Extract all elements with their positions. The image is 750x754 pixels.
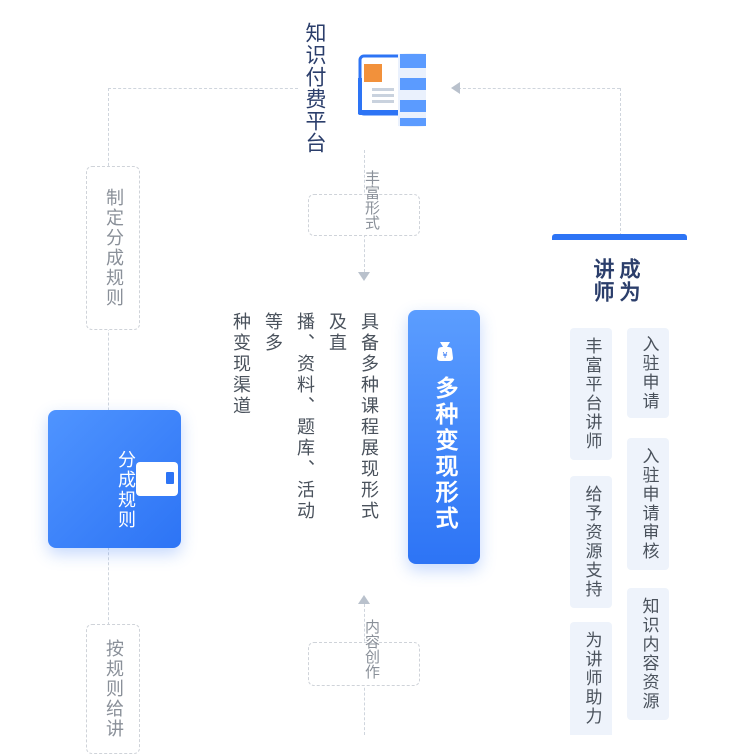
- description-line-2: 播、资料、题库、活动等多: [262, 312, 315, 522]
- payout-label-box: 按规则给讲: [86, 624, 140, 754]
- platform-title: 知识付费平台: [303, 22, 327, 154]
- connector-right-vertical: [620, 88, 621, 236]
- rich-form-label: 丰富形式: [363, 170, 381, 230]
- tag-lecturer-boost: 为讲师助力: [570, 622, 612, 735]
- rich-form-box: 丰富形式: [308, 170, 420, 236]
- content-creation-box: 内容创作: [308, 619, 420, 686]
- arrow-left-icon: [451, 82, 460, 94]
- tag-enrich-lecturers: 丰富平台讲师: [570, 328, 612, 460]
- rule-label-box: 制定分成规则: [86, 166, 140, 330]
- wallet-icon: [134, 460, 180, 498]
- arrow-down-icon: [358, 272, 370, 281]
- monetization-description: 具备多种课程展现形式及直 播、资料、题库、活动等多 种变现渠道: [230, 312, 384, 542]
- svg-text:¥: ¥: [442, 351, 447, 360]
- monetization-card-title: 多种变现形式: [431, 376, 457, 532]
- money-bag-icon: ¥: [432, 338, 458, 364]
- monetization-card[interactable]: ¥ 多种变现形式: [408, 310, 480, 564]
- connector-platform-left: [108, 88, 298, 89]
- tag-resource-support: 给予资源支持: [570, 476, 612, 608]
- description-line-3: 种变现渠道: [230, 312, 251, 417]
- lecturer-title: 成为讲师: [591, 258, 641, 304]
- connector-right-platform: [458, 88, 620, 89]
- content-creation-label: 内容创作: [363, 619, 381, 679]
- description-line-1: 具备多种课程展现形式及直: [326, 312, 379, 522]
- arrow-up-icon: [358, 595, 370, 604]
- split-rule-card-title: 分成规则: [115, 450, 136, 530]
- split-rule-card[interactable]: 分成规则: [48, 410, 181, 548]
- store-icon: [350, 48, 428, 130]
- payout-label: 按规则给讲: [103, 639, 124, 739]
- tag-knowledge-resources: 知识内容资源: [627, 588, 669, 720]
- tag-join-review: 入驻申请审核: [627, 438, 669, 570]
- rule-label: 制定分成规则: [103, 188, 124, 308]
- lecturer-accent-bar: [552, 234, 687, 240]
- tag-join-apply: 入驻申请: [627, 328, 669, 418]
